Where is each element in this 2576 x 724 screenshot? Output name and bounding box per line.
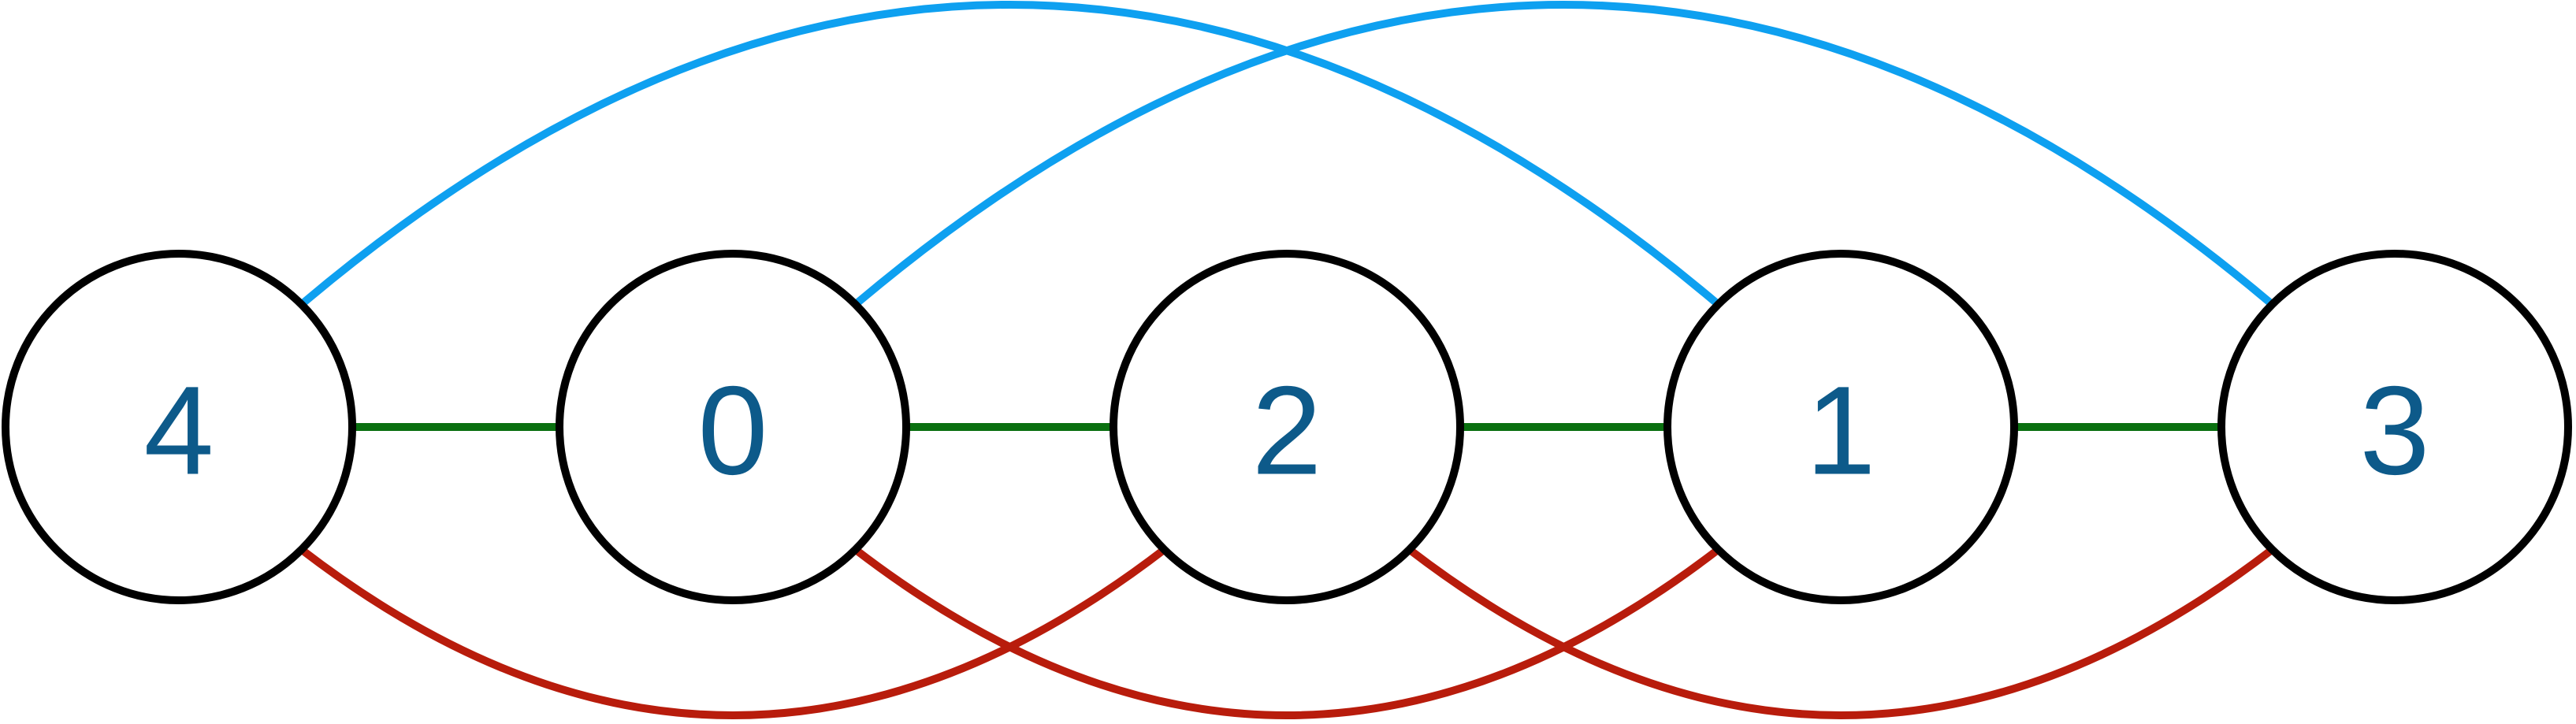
node-4: 4 <box>2 250 356 604</box>
nodes-layer: 4 0 2 1 3 <box>2 250 2572 604</box>
edge-2-3 <box>1407 546 2275 720</box>
node-label: 2 <box>1252 360 1322 501</box>
node-label: 3 <box>2360 360 2430 501</box>
node-circle <box>1110 250 1464 604</box>
edge-0-1 <box>853 546 1721 720</box>
edge-4-1 <box>299 1 1721 308</box>
edges-layer <box>299 1 2275 720</box>
node-1: 1 <box>1663 250 2018 604</box>
node-circle <box>556 250 910 604</box>
node-label: 1 <box>1806 360 1876 501</box>
node-circle <box>2 250 356 604</box>
node-circle <box>2217 250 2572 604</box>
node-circle <box>1663 250 2018 604</box>
edge-4-2 <box>299 546 1167 720</box>
node-2: 2 <box>1110 250 1464 604</box>
node-0: 0 <box>556 250 910 604</box>
node-label: 4 <box>144 360 214 501</box>
node-3: 3 <box>2217 250 2572 604</box>
node-label: 0 <box>698 360 768 501</box>
edge-0-3 <box>853 1 2275 308</box>
